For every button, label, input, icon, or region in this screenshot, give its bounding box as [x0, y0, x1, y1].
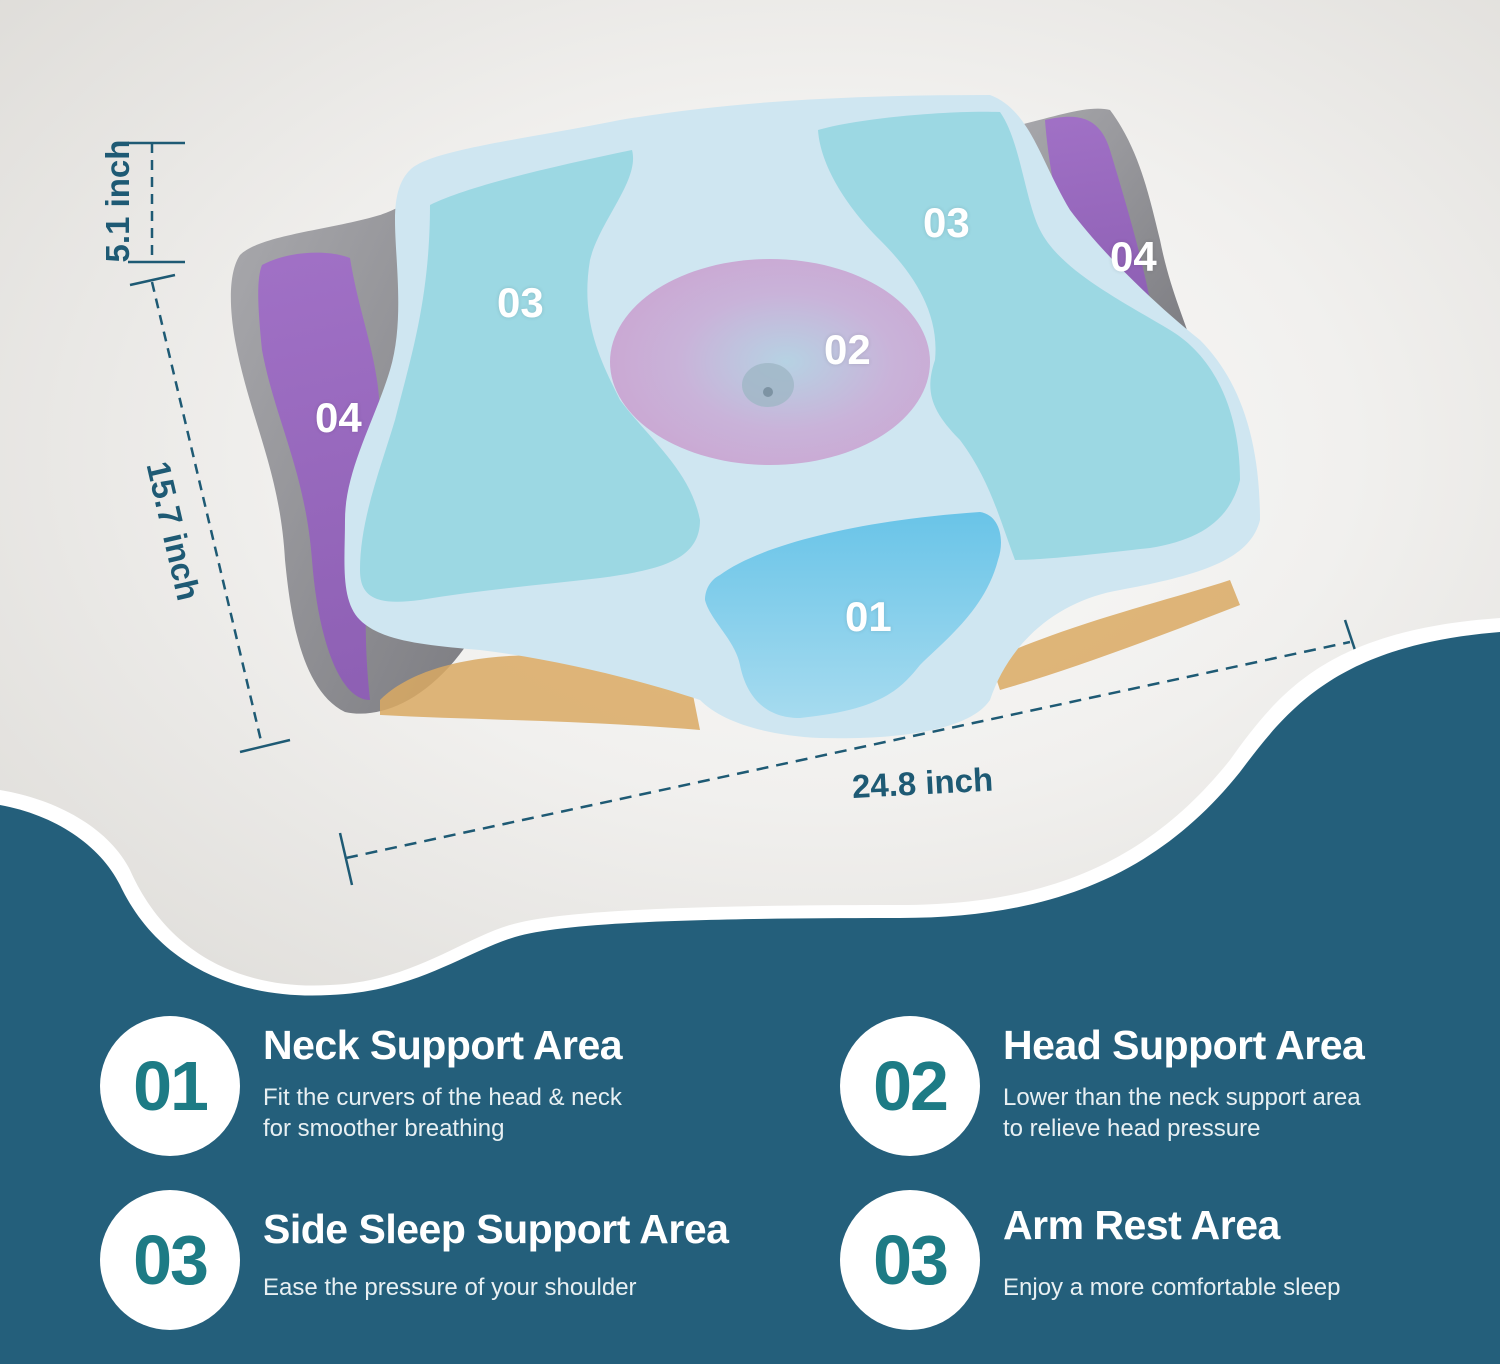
height-dimension-label: 5.1 inch [99, 139, 136, 263]
feature-description: Ease the pressure of your shoulder [263, 1272, 637, 1303]
feature-title: Arm Rest Area [1003, 1202, 1280, 1248]
feature-number-badge: 03 [840, 1190, 980, 1330]
feature-number-badge: 01 [100, 1016, 240, 1156]
zone-label-01: 01 [845, 593, 892, 640]
feature-description: Fit the curvers of the head & neck for s… [263, 1082, 622, 1144]
head-center-dimple [742, 363, 794, 407]
zone-label-04-left: 04 [315, 394, 362, 441]
zone-label-03-left: 03 [497, 279, 544, 326]
zone-label-04-right: 04 [1110, 233, 1157, 280]
description-line: to relieve head pressure [1003, 1115, 1261, 1142]
zone-label-03-right: 03 [923, 199, 970, 246]
feature-title: Neck Support Area [263, 1022, 623, 1068]
width-dimension-label: 24.8 inch [851, 760, 994, 805]
description-line: Lower than the neck support area [1003, 1084, 1361, 1111]
feature-title: Head Support Area [1003, 1022, 1365, 1068]
dimension-lines [128, 141, 1357, 886]
zone-03-right-shape [818, 111, 1240, 560]
description-line: Ease the pressure of your shoulder [263, 1274, 637, 1301]
zone-02-head-shape [610, 259, 930, 465]
zone-01-neck-shape [705, 512, 1001, 718]
feature-description: Enjoy a more comfortable sleep [1003, 1272, 1341, 1303]
feature-title: Side Sleep Support Area [263, 1206, 729, 1252]
underside-orange-right [990, 580, 1240, 690]
description-line: for smoother breathing [263, 1115, 505, 1142]
navy-feature-band [0, 632, 1500, 1364]
feature-number-badge: 02 [840, 1016, 980, 1156]
feature-description: Lower than the neck support area to reli… [1003, 1082, 1361, 1144]
description-line: Enjoy a more comfortable sleep [1003, 1274, 1341, 1301]
zone-03-left-shape [360, 150, 700, 602]
zone-label-02: 02 [824, 326, 871, 373]
feature-number-badge: 03 [100, 1190, 240, 1330]
description-line: Fit the curvers of the head & neck [263, 1084, 622, 1111]
